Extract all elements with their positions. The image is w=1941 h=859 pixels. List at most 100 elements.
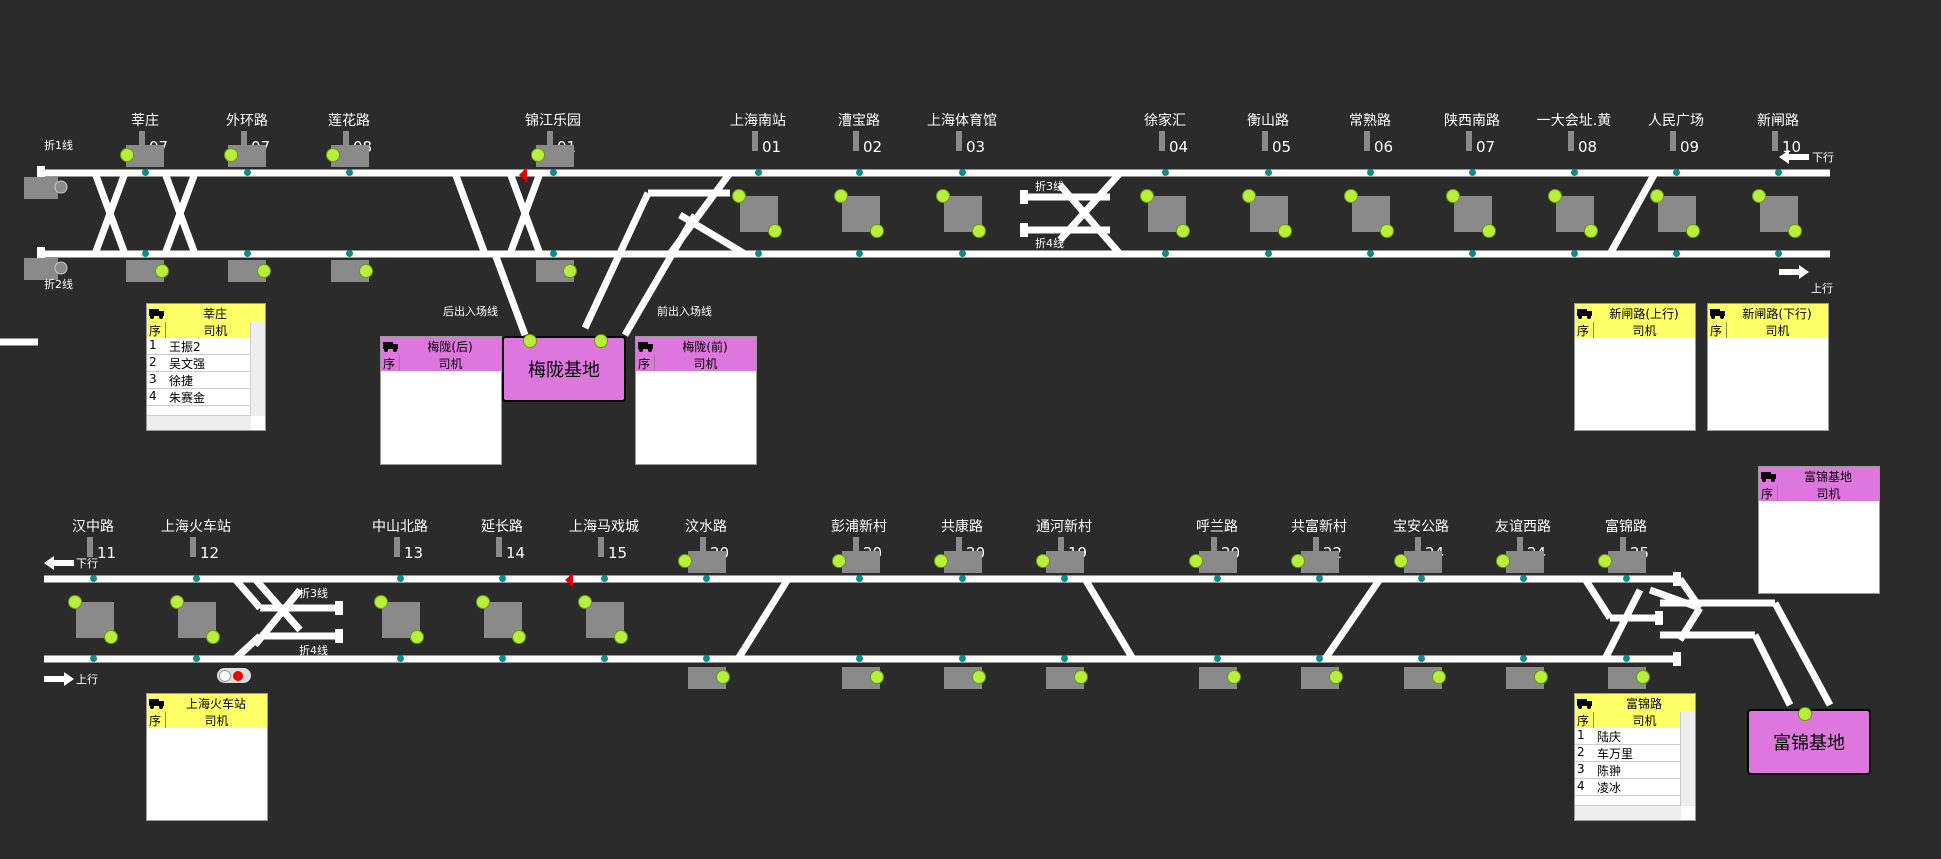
status-led — [104, 630, 118, 644]
train-block[interactable] — [688, 551, 726, 573]
status-led — [1446, 189, 1460, 203]
status-led — [1534, 670, 1548, 684]
vertical-scrollbar[interactable] — [250, 322, 265, 416]
base-fujin[interactable]: 富锦基地 — [1747, 709, 1871, 775]
station-number: 06 — [1374, 138, 1394, 156]
train-block[interactable] — [944, 551, 982, 573]
row-seq: 1 — [1577, 728, 1585, 742]
station-name: 上海马戏城 — [569, 519, 639, 535]
signal-toggle[interactable] — [217, 668, 251, 683]
track-node — [856, 169, 863, 176]
train-block[interactable] — [126, 145, 164, 167]
station-name: 上海南站 — [730, 113, 786, 129]
row-seq: 2 — [149, 355, 157, 369]
driver-panel-meilong_hou[interactable]: 梅陇(后)序司机 — [380, 336, 502, 465]
status-led — [578, 595, 592, 609]
track-label-zhe3: 折3线 — [1035, 180, 1064, 193]
track-node — [1520, 655, 1527, 662]
track-node — [142, 250, 149, 257]
station-name: 中山北路 — [372, 519, 428, 535]
col-seq: 序 — [147, 712, 166, 728]
platform-post — [1364, 131, 1370, 151]
station-number: 09 — [1680, 138, 1700, 156]
platform-post — [1466, 131, 1472, 151]
track-node — [1520, 575, 1527, 582]
driver-panel-meilong_qian[interactable]: 梅陇(前)序司机 — [635, 336, 757, 465]
train-block[interactable] — [331, 145, 369, 167]
train-block[interactable] — [228, 260, 266, 282]
train-block[interactable] — [1608, 551, 1646, 573]
status-led — [1140, 189, 1154, 203]
vertical-scrollbar[interactable] — [1680, 712, 1695, 806]
track-node — [193, 655, 200, 662]
track-label-zhe3b: 折3线 — [299, 587, 328, 600]
platform-post — [752, 131, 758, 151]
station-name: 宝安公路 — [1393, 519, 1449, 535]
status-led — [1650, 189, 1664, 203]
track-node — [1418, 575, 1425, 582]
train-block[interactable] — [1199, 551, 1237, 573]
train-block[interactable] — [228, 145, 266, 167]
horizontal-scrollbar[interactable] — [147, 415, 251, 430]
driver-panel-xinzha_down[interactable]: 新闸路(下行)序司机 — [1707, 303, 1829, 431]
track-node — [1623, 655, 1630, 662]
station-number: 01 — [762, 138, 782, 156]
train-block[interactable] — [842, 551, 880, 573]
driver-panel-shanghai_station[interactable]: 上海火车站序司机 — [146, 693, 268, 821]
station-name: 汶水路 — [685, 519, 727, 535]
track-node — [193, 575, 200, 582]
status-led — [155, 264, 169, 278]
track-node — [755, 169, 762, 176]
train-block[interactable] — [126, 260, 164, 282]
station-number: 12 — [200, 544, 220, 562]
horizontal-scrollbar[interactable] — [1575, 805, 1681, 820]
status-led — [476, 595, 490, 609]
col-seq: 序 — [1575, 322, 1594, 338]
track-node — [1214, 655, 1221, 662]
station-name: 共富新村 — [1291, 519, 1347, 535]
status-led — [1329, 670, 1343, 684]
track-node — [1469, 169, 1476, 176]
col-driver: 司机 — [1816, 487, 1841, 501]
track-node — [1316, 575, 1323, 582]
status-led — [870, 670, 884, 684]
track-node — [90, 655, 97, 662]
status-led — [834, 189, 848, 203]
train-block[interactable] — [536, 145, 574, 167]
driver-panel-xinzha_up[interactable]: 新闸路(上行)序司机 — [1574, 303, 1696, 431]
track-node — [1265, 169, 1272, 176]
track-label-zhe1: 折1线 — [44, 139, 73, 152]
train-block[interactable] — [1404, 551, 1442, 573]
status-led — [374, 595, 388, 609]
status-led — [523, 334, 537, 348]
track-node — [1775, 169, 1782, 176]
platform-post — [241, 131, 247, 151]
arrow-left-icon — [1779, 150, 1809, 164]
train-block[interactable] — [331, 260, 369, 282]
track-node — [856, 250, 863, 257]
track-node — [1673, 250, 1680, 257]
track-node — [1265, 250, 1272, 257]
track-node — [1061, 655, 1068, 662]
status-led — [1036, 554, 1050, 568]
platform-post — [1670, 131, 1676, 151]
status-led — [1344, 189, 1358, 203]
panel-column-header: 序司机 — [147, 322, 265, 338]
train-block[interactable] — [1046, 551, 1084, 573]
train-block[interactable] — [1506, 551, 1544, 573]
status-led — [1291, 554, 1305, 568]
base-meilong[interactable]: 梅陇基地 — [502, 336, 626, 402]
track-node — [1469, 250, 1476, 257]
driver-panel-fujin_base[interactable]: 富锦基地序司机 — [1758, 466, 1880, 594]
train-block[interactable] — [1301, 551, 1339, 573]
